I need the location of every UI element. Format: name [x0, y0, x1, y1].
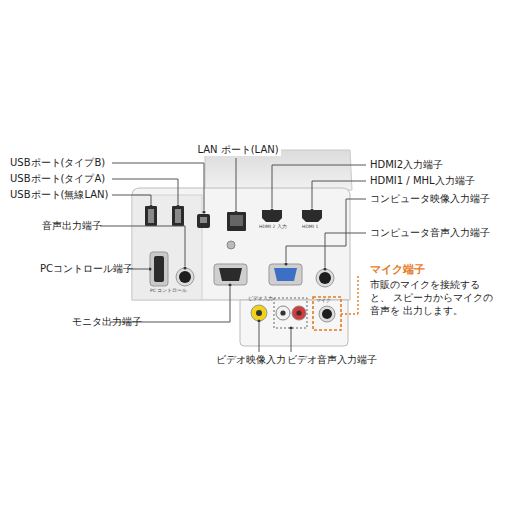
- panel-print: HDMI 2 入力: [259, 225, 287, 230]
- callout-label: LAN ポート(LAN): [195, 144, 280, 156]
- callout-label: モニタ出力端子: [72, 316, 142, 328]
- panel-print: ビデオ入力: [248, 297, 273, 302]
- callout-label: USBポート(タイプB): [10, 157, 105, 169]
- callout-label: USBポート(タイプA): [10, 173, 105, 185]
- callout-label: ビデオ音声入力端子: [285, 354, 379, 366]
- panel-print: HDMI 1: [302, 225, 318, 230]
- callout-label: HDMI1 / MHL入力端子: [370, 175, 475, 187]
- callout-label: コンピュータ音声入力端子: [370, 227, 490, 239]
- callout-label: PCコントロール端子: [40, 263, 133, 275]
- mic-note: 市販のマイクを接続すると、 スピーカからマイクの音声を 出力します。: [370, 279, 498, 317]
- panel-print: PC コントロール: [150, 289, 187, 294]
- panel-print: マイク: [316, 299, 331, 304]
- callout-label: USBポート(無線LAN): [10, 189, 108, 201]
- callout-label: 音声出力端子: [42, 220, 102, 232]
- mic-heading: マイク端子: [370, 263, 425, 276]
- callout-label: HDMI2入力端子: [370, 159, 443, 171]
- callout-label: コンピュータ映像入力端子: [370, 193, 490, 205]
